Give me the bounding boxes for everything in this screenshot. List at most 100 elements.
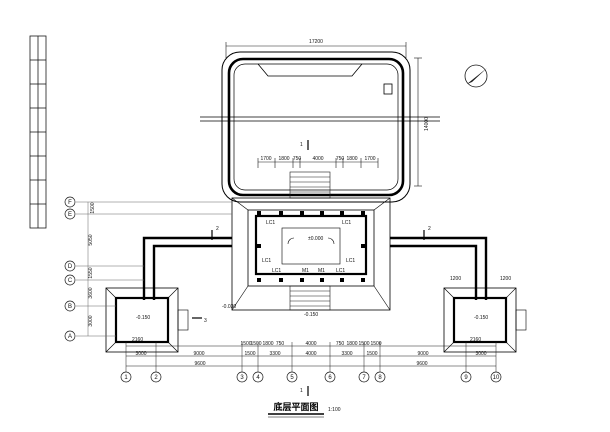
dim-overall: 17200: [309, 39, 323, 45]
dim-bottom: 1500: [250, 341, 261, 347]
callout-2-markers: [211, 230, 425, 240]
elevation-left: -0.150: [136, 315, 150, 321]
dim-bottom: 3300: [269, 351, 280, 357]
dim-bottom: 3000: [475, 351, 486, 357]
dim-bottom: 1500: [240, 341, 251, 347]
room-label: LC1: [272, 268, 281, 274]
dim-left: 3600: [88, 287, 94, 298]
dim-small: 2160: [470, 337, 481, 343]
axis-label: 1: [124, 375, 128, 381]
drawing-scale: 1:100: [328, 407, 341, 413]
axis-label: B: [68, 304, 72, 310]
drawing-title: 底层平面图: [273, 401, 318, 412]
callout-2-left: 2: [216, 226, 219, 232]
room-label: LC1: [266, 220, 275, 226]
bottom-dims-row1: 1500 1500 1800 750 4000 750 1800 1500 15…: [240, 341, 381, 347]
elevation-center: ±0.000: [308, 236, 323, 242]
section-label-top: 1: [300, 142, 303, 148]
elevation-labels: -0.150 -0.150 -0.150 ±0.000 -0.030: [136, 236, 488, 321]
dim-bottom: 1500: [366, 351, 377, 357]
dim-left: 5050: [88, 234, 94, 245]
room-label: LC1: [262, 258, 271, 264]
axis-label: 7: [362, 375, 366, 381]
callout-2-right: 2: [428, 226, 431, 232]
dim-bottom: 3300: [341, 351, 352, 357]
room-label: LC1: [342, 220, 351, 226]
axis-label: 8: [378, 375, 382, 381]
inner-top-dims: 1700 1800 750 4000 750 1800 1700: [260, 156, 375, 162]
bottom-axis-bubbles: [120, 371, 502, 383]
right-corridor: [390, 236, 488, 300]
dim-inner-3: 750: [293, 156, 302, 162]
dim-small: 2160: [132, 337, 143, 343]
dim-bottom: 9600: [194, 361, 205, 367]
dim-left: 3000: [88, 315, 94, 326]
axis-label: 4: [256, 375, 260, 381]
dim-bottom: 750: [336, 341, 345, 347]
bottom-dims-row2: 3000 9000 1500 3300 4000 3300 1500 9000 …: [135, 351, 486, 357]
dim-inner-2: 1800: [278, 156, 289, 162]
dim-inner-6: 1800: [346, 156, 357, 162]
axis-label: D: [68, 264, 73, 270]
axis-label: 9: [464, 375, 468, 381]
axis-label: 10: [493, 375, 500, 381]
north-arrow-icon: [464, 64, 488, 88]
left-dims: 1500 5050 1550 3600 3000: [88, 202, 96, 326]
axis-label: 6: [328, 375, 332, 381]
section-label-bottom: 1: [300, 388, 303, 394]
dim-bottom: 9000: [417, 351, 428, 357]
left-corridor: [142, 236, 232, 300]
rear-pavilion: [200, 51, 440, 203]
elevation-right: -0.150: [474, 315, 488, 321]
dim-small: 1200: [500, 276, 511, 282]
dim-bottom: 1500: [358, 341, 369, 347]
top-dimensions: [225, 42, 422, 187]
axis-label: 3: [240, 375, 244, 381]
room-labels: LC1 LC1 LC1 LC1 LC1 LC1 M1 M1: [262, 220, 355, 274]
dim-bottom: 9600: [416, 361, 427, 367]
bottom-axis-labels: 1 2 3 4 5 6 7 8 9 10: [124, 375, 500, 381]
right-pavilion: [443, 287, 527, 353]
axis-label: F: [68, 200, 72, 206]
dim-bottom: 4000: [305, 341, 316, 347]
bottom-dim-lines: [125, 342, 497, 372]
dim-bottom: 1800: [262, 341, 273, 347]
room-label: LC1: [336, 268, 345, 274]
dim-left: 1500: [90, 202, 96, 213]
room-label: LC1: [346, 258, 355, 264]
axis-label: 5: [290, 375, 294, 381]
axis-label: E: [68, 212, 72, 218]
dim-bottom: 1500: [244, 351, 255, 357]
dim-bottom: 1800: [346, 341, 357, 347]
axis-label: 2: [154, 375, 158, 381]
dim-inner-4: 4000: [312, 156, 323, 162]
left-axis-lines: [76, 201, 232, 337]
dim-small: 1200: [450, 276, 461, 282]
left-axis-bubbles: [64, 196, 76, 342]
dim-left: 1550: [88, 267, 94, 278]
elevation-side: -0.030: [222, 304, 236, 310]
dim-right-side: 14000: [424, 117, 430, 131]
title-block: [29, 35, 47, 229]
dim-bottom: 4000: [305, 351, 316, 357]
axis-label: C: [68, 278, 73, 284]
room-label: M1: [318, 268, 325, 274]
bottom-dims-row3: 9600 9600: [194, 361, 427, 367]
dim-bottom: 9000: [193, 351, 204, 357]
dim-bottom: 750: [276, 341, 285, 347]
left-axis-labels: F E D C B A: [68, 200, 73, 340]
dim-bottom: 1500: [370, 341, 381, 347]
axis-label: A: [68, 334, 72, 340]
elevation-front: -0.150: [304, 312, 318, 318]
columns: [257, 211, 365, 282]
pavilion-small-dims: 2160 2160 1200 1200: [132, 276, 511, 343]
dim-inner-1: 1700: [260, 156, 271, 162]
left-pavilion: [105, 287, 189, 353]
callout-3: 3: [204, 318, 207, 324]
dim-inner-7: 1700: [364, 156, 375, 162]
front-steps: [289, 285, 331, 311]
dim-bottom: 3000: [135, 351, 146, 357]
dim-inner-5: 750: [336, 156, 345, 162]
central-hall: [231, 197, 391, 311]
